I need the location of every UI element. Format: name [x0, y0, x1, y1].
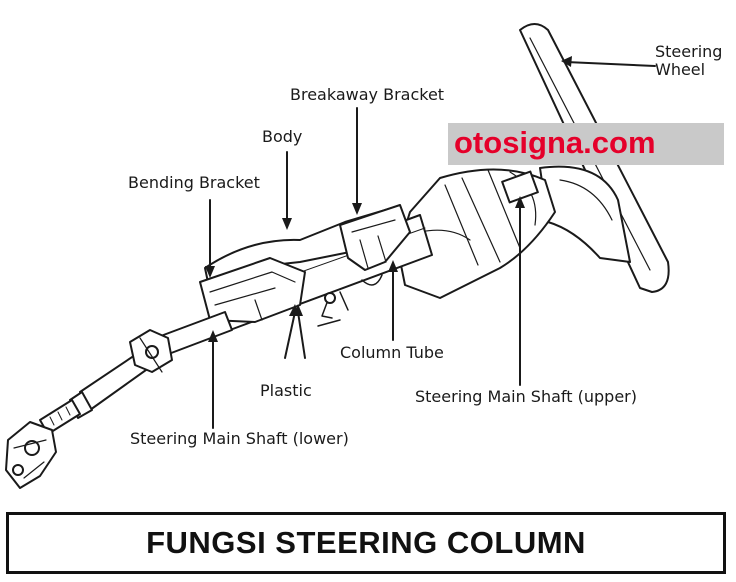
- label-plastic: Plastic: [260, 381, 312, 400]
- upper-column-housing: [397, 168, 556, 299]
- label-steering-wheel: Steering Wheel: [655, 42, 723, 80]
- label-bending-bracket: Bending Bracket: [128, 173, 260, 192]
- leader-arrowheads: [205, 56, 572, 342]
- leader-plastic: [284, 311, 306, 359]
- label-column-tube: Column Tube: [340, 343, 444, 362]
- leader-lines: [209, 61, 656, 429]
- label-main-shaft-lower: Steering Main Shaft (lower): [130, 429, 349, 448]
- breakaway-bracket: [339, 204, 411, 286]
- label-body: Body: [262, 127, 303, 146]
- caption-box: FUNGSI STEERING COLUMN: [6, 512, 726, 574]
- upper-universal-joint: [129, 329, 173, 373]
- steering-wheel-hub: [539, 165, 631, 263]
- watermark: otosigna.com: [448, 123, 724, 165]
- label-main-shaft-upper: Steering Main Shaft (upper): [415, 387, 637, 406]
- steering-column-diagram: Steering Wheel Breakaway Bracket Body Be…: [5, 23, 724, 489]
- tilt-lever-parts: [317, 291, 349, 327]
- lower-universal-joint: [5, 421, 57, 489]
- watermark-text: otosigna.com: [454, 125, 656, 160]
- diagram-drawing: [5, 23, 670, 489]
- leader-steering-wheel: [565, 61, 656, 67]
- label-breakaway-bracket: Breakaway Bracket: [290, 85, 445, 104]
- caption-title: FUNGSI STEERING COLUMN: [146, 525, 586, 560]
